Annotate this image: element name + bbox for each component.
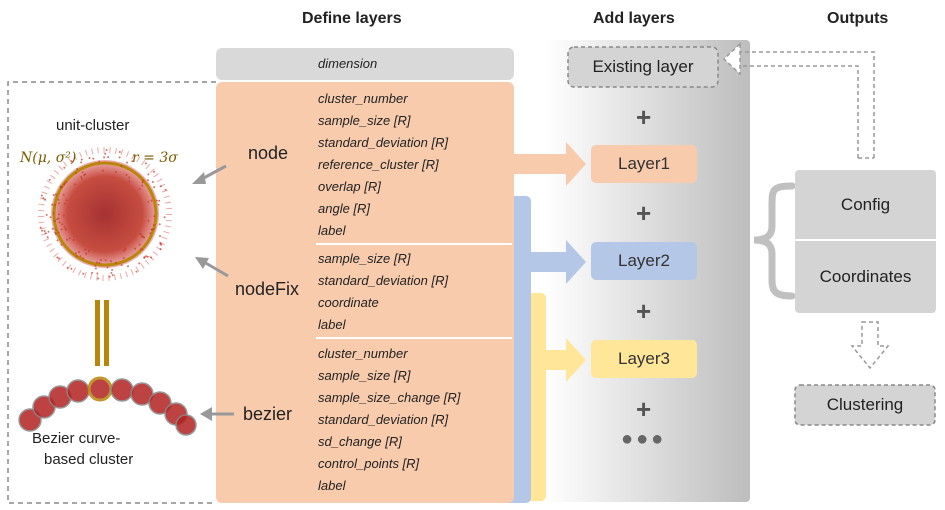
dimension-bar	[216, 48, 514, 80]
more-layers-ellipsis: ●●●	[621, 428, 667, 450]
output-clustering: Clustering	[826, 395, 904, 414]
outputs-box	[795, 170, 936, 313]
layer2-box: Layer2	[591, 242, 697, 280]
dimension-label: dimension	[318, 56, 378, 71]
layer-type-node: node	[248, 143, 289, 163]
param-item: label	[318, 223, 346, 238]
header-define-layers: Define layers	[302, 10, 402, 27]
param-item: overlap [R]	[318, 179, 381, 194]
param-item: sd_change [R]	[318, 434, 402, 449]
existing-layer-label: Existing layer	[592, 57, 694, 76]
unit-cluster-graphic	[38, 147, 172, 281]
header-add-layers: Add layers	[593, 10, 675, 27]
separator-node-nodefix	[316, 243, 512, 245]
existing-layer-box	[567, 46, 719, 88]
param-item: sample_size_change [R]	[318, 390, 461, 405]
param-item: cluster_number	[318, 346, 408, 361]
layer-type-nodefix: nodeFix	[235, 279, 300, 299]
plus-icon: +	[636, 394, 652, 424]
param-item: sample_size [R]	[318, 251, 411, 266]
plus-icon: +	[636, 198, 652, 228]
param-item: coordinate	[318, 295, 379, 310]
param-item: sample_size [R]	[318, 368, 411, 383]
unit-cluster-title: unit-cluster	[56, 117, 130, 134]
arrow-to-layer2	[530, 240, 586, 284]
feedback-arrow	[722, 42, 875, 159]
param-item: standard_deviation [R]	[318, 273, 449, 288]
param-item: standard_deviation [R]	[318, 412, 449, 427]
arrow-to-layer3	[546, 338, 586, 382]
equals-bar-left	[95, 300, 100, 366]
param-item: angle [R]	[318, 201, 371, 216]
unit-cluster-enclosure	[7, 81, 216, 504]
clustering-box	[794, 384, 936, 426]
unit-cluster-scatter	[39, 149, 167, 280]
plus-icon: +	[636, 296, 652, 326]
equals-bar-right	[104, 300, 109, 366]
normal-distribution-formula: N(μ, σ²)	[20, 150, 77, 166]
output-config: Config	[840, 195, 891, 214]
param-item: control_points [R]	[318, 456, 420, 471]
radius-formula: r = 3σ	[132, 150, 178, 166]
layer1-box: Layer1	[591, 145, 697, 183]
define-layers-panel	[216, 82, 514, 503]
param-item: cluster_number	[318, 91, 408, 106]
output-coordinates: Coordinates	[819, 267, 912, 286]
layer3-box: Layer3	[591, 340, 697, 378]
plus-icon: +	[636, 102, 652, 132]
param-item: standard_deviation [R]	[318, 135, 449, 150]
param-item: label	[318, 317, 346, 332]
separator-nodefix-bezier	[316, 337, 512, 339]
arrow-to-layer1	[514, 142, 586, 186]
outputs-brace	[753, 182, 796, 300]
bezier-cluster-graphic	[18, 376, 197, 436]
param-item: sample_size [R]	[318, 113, 411, 128]
gray-link-arrows	[192, 164, 234, 421]
bezier-caption-line1: Bezier curve-	[32, 430, 121, 447]
param-item: label	[318, 478, 346, 493]
bezier-caption-line2: based cluster	[44, 451, 134, 468]
param-item: reference_cluster [R]	[318, 157, 439, 172]
header-outputs: Outputs	[827, 10, 889, 27]
down-arrow	[850, 321, 890, 370]
layer-type-bezier: bezier	[243, 404, 293, 424]
